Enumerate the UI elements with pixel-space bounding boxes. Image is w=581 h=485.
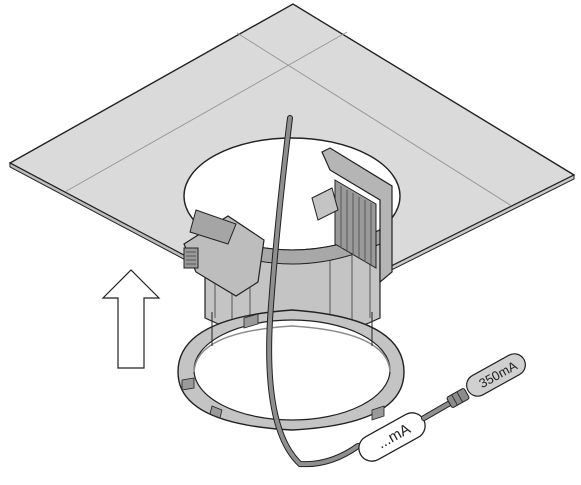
up-arrow-icon (101, 269, 161, 369)
connector-current-tag: 350mA (466, 353, 526, 397)
spring-clip-right (311, 147, 393, 284)
spring-clip-left (183, 209, 265, 297)
mounting-ring (177, 309, 405, 431)
driver-output-cable (421, 400, 453, 421)
connector-plug-icon (446, 388, 470, 408)
supply-cable (266, 115, 361, 468)
